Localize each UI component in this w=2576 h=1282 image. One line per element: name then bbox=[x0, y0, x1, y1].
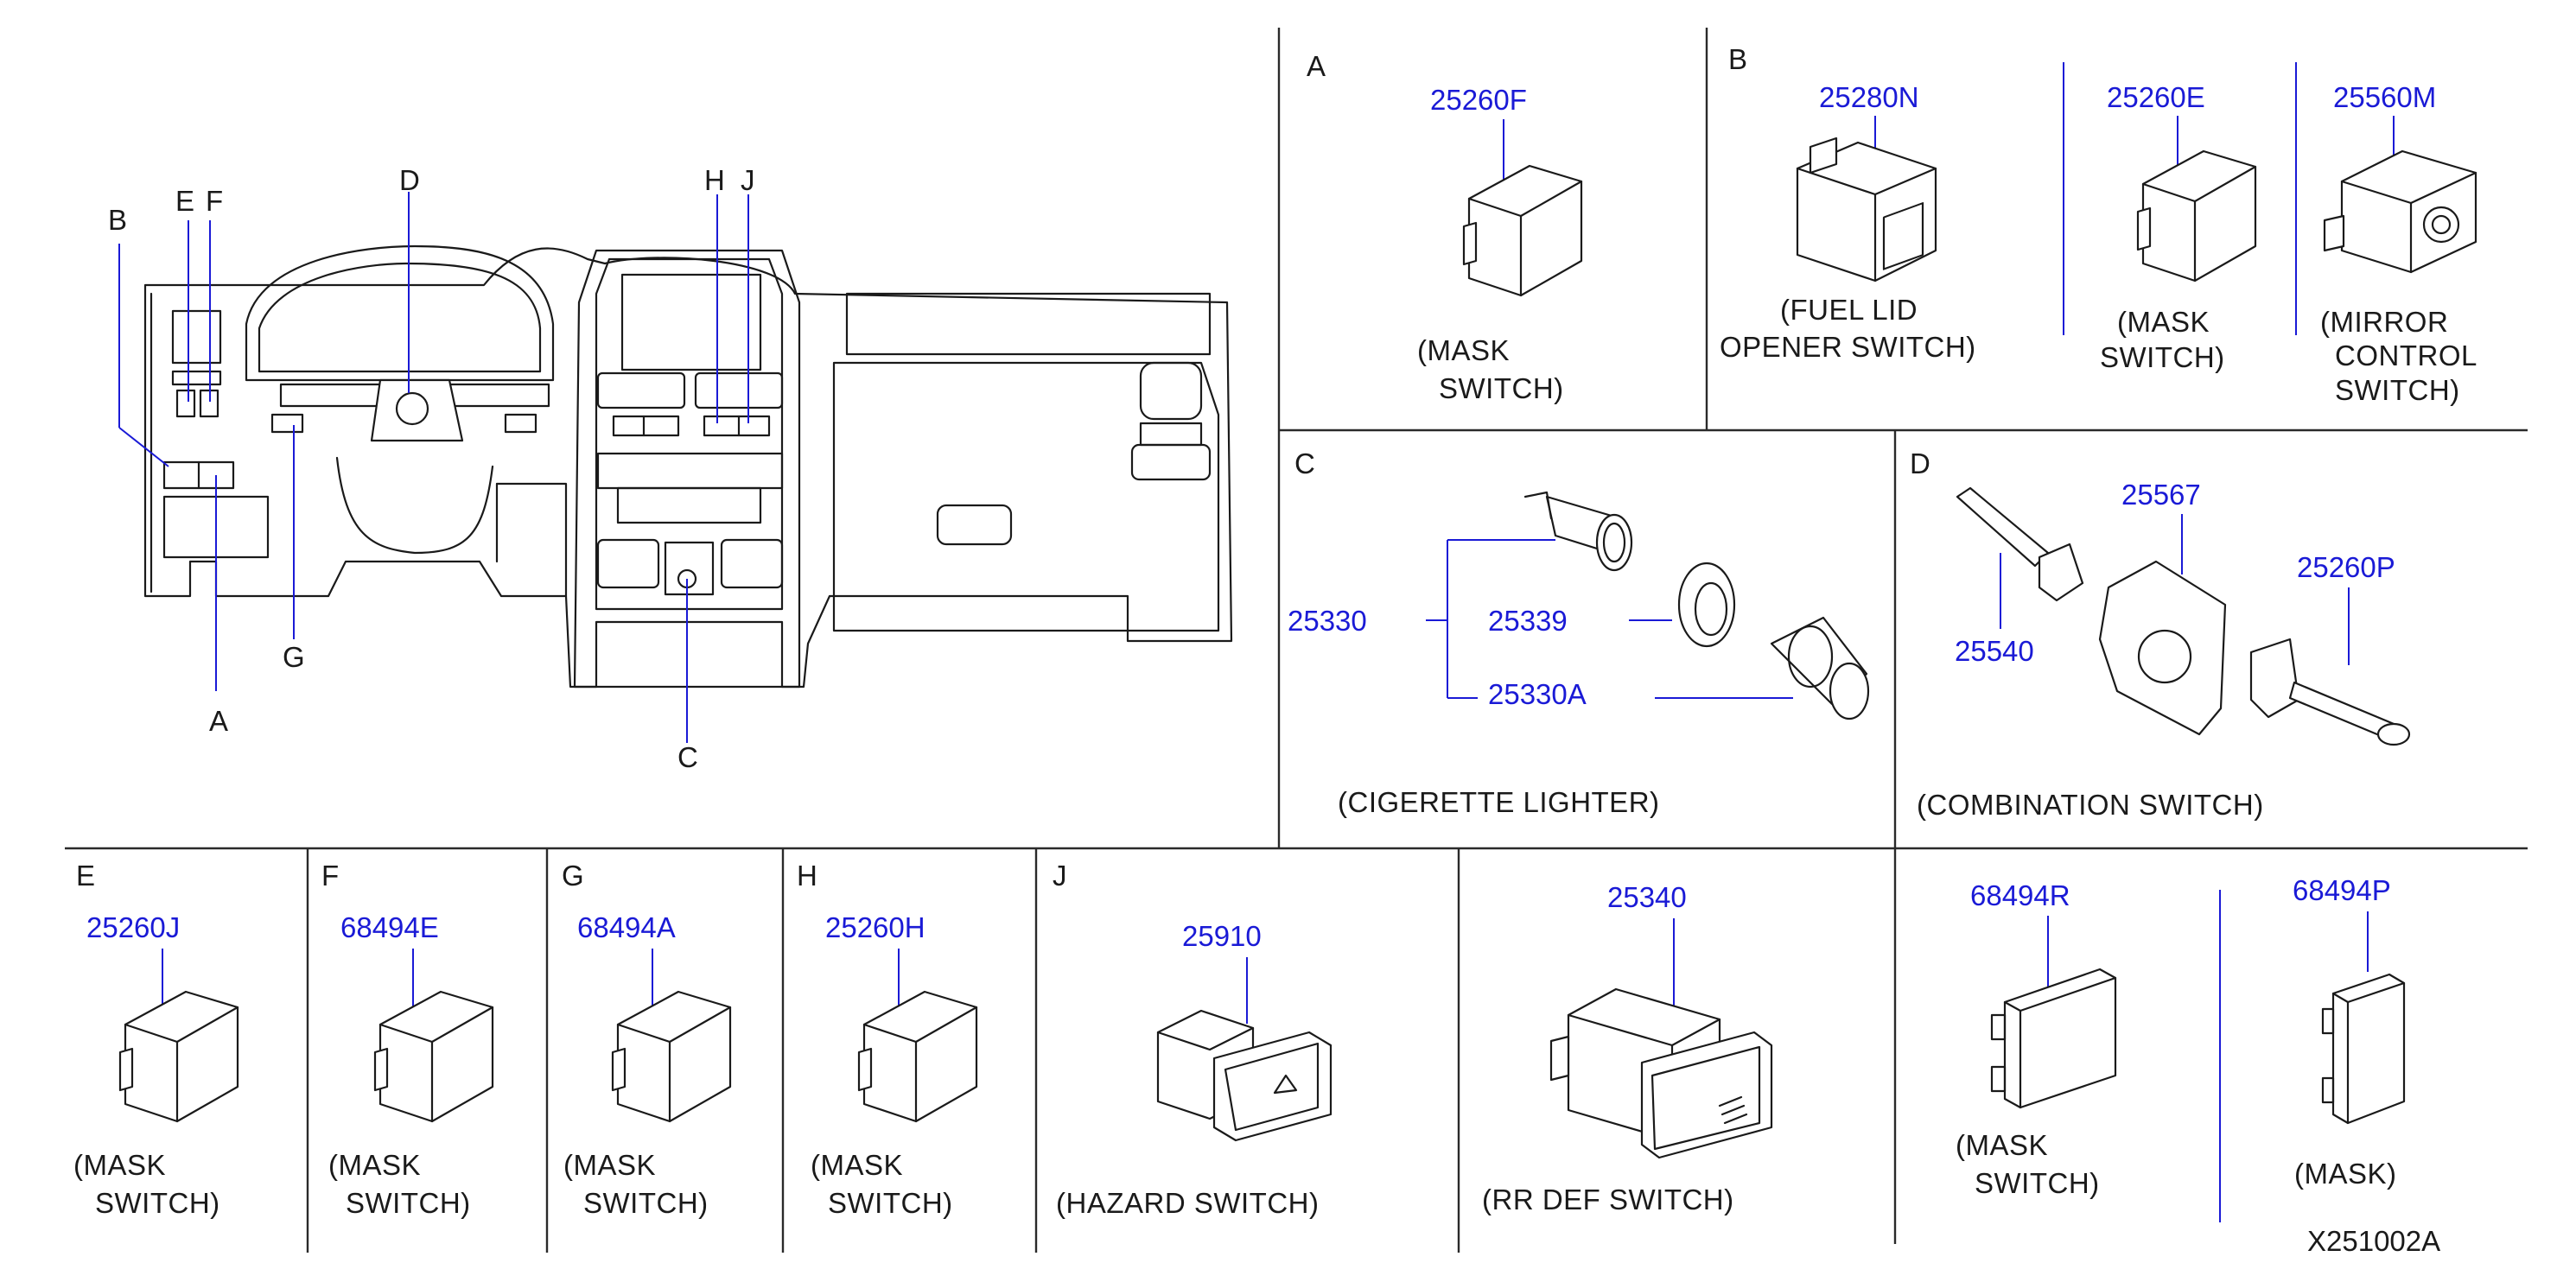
part-number-25260j: 25260J bbox=[86, 911, 180, 943]
fuel-lid-caption-1: (FUEL LID bbox=[1780, 294, 1918, 326]
dash-label-d: D bbox=[399, 164, 420, 196]
mask-switch-icon bbox=[1462, 164, 1583, 297]
part-number-25260f: 25260F bbox=[1430, 84, 1527, 116]
dashboard-illustration: B E F D H J G A C bbox=[108, 164, 1233, 773]
dash-label-a: A bbox=[209, 705, 228, 737]
mask-switch-b-caption-1: (MASK bbox=[2117, 306, 2210, 338]
mirror-control-caption-3: SWITCH) bbox=[2335, 374, 2460, 406]
section-a-letter: A bbox=[1307, 50, 1326, 82]
dash-label-c: C bbox=[677, 741, 698, 773]
part-number-25560m: 25560M bbox=[2333, 81, 2436, 113]
section-h-letter: H bbox=[797, 860, 817, 892]
section-g-caption-2: SWITCH) bbox=[583, 1187, 709, 1219]
section-a: A 25260F (MASK SWITCH) bbox=[1307, 50, 1583, 404]
part-number-68494r: 68494R bbox=[1970, 879, 2070, 911]
section-rr-def: 25340 (RR DEF SWITCH) bbox=[1482, 881, 1773, 1215]
part-number-25340: 25340 bbox=[1607, 881, 1687, 913]
figure-code: X251002A bbox=[2307, 1225, 2440, 1257]
dash-label-e: E bbox=[175, 185, 194, 217]
mask-panel-p-icon bbox=[2321, 973, 2406, 1125]
section-j-letter: J bbox=[1053, 860, 1067, 892]
hazard-switch-icon bbox=[1156, 1009, 1333, 1142]
mirror-control-caption-2: CONTROL bbox=[2335, 340, 2477, 371]
part-number-25260p: 25260P bbox=[2297, 551, 2395, 583]
fuel-lid-switch-icon bbox=[1796, 136, 1937, 282]
section-f-caption-2: SWITCH) bbox=[346, 1187, 471, 1219]
lighter-socket-icon bbox=[1523, 491, 1633, 572]
dash-label-j: J bbox=[741, 164, 755, 196]
mirror-control-caption-1: (MIRROR bbox=[2320, 306, 2448, 338]
part-number-25567: 25567 bbox=[2121, 479, 2201, 511]
hazard-switch-caption: (HAZARD SWITCH) bbox=[1056, 1187, 1319, 1219]
part-number-25910: 25910 bbox=[1182, 920, 1262, 952]
section-j: J 25910 (HAZARD SWITCH) bbox=[1053, 860, 1333, 1219]
mask-switch-icon bbox=[118, 990, 239, 1123]
section-b: B 25280N (FUEL LID OPENER SWITCH) 25260E… bbox=[1720, 43, 2477, 406]
section-a-caption-1: (MASK bbox=[1417, 334, 1510, 366]
section-f-letter: F bbox=[321, 860, 339, 892]
mask-switch-icon bbox=[373, 990, 494, 1123]
part-number-25330: 25330 bbox=[1288, 605, 1367, 637]
section-f: F 68494E (MASK SWITCH) bbox=[321, 860, 494, 1219]
section-mask-p: 68494P (MASK) bbox=[2293, 874, 2406, 1190]
section-c: C 25330 25339 25330A (CIGERETTE LIGHTER) bbox=[1288, 447, 1870, 818]
section-g-caption-1: (MASK bbox=[563, 1149, 656, 1181]
part-number-68494a: 68494A bbox=[577, 911, 676, 943]
dash-label-f: F bbox=[206, 185, 223, 217]
section-e-caption-1: (MASK bbox=[73, 1149, 166, 1181]
mask-panel-r-icon bbox=[1990, 968, 2117, 1109]
section-grid bbox=[65, 28, 2528, 1253]
section-f-caption-1: (MASK bbox=[328, 1149, 421, 1181]
mask-r-caption-2: SWITCH) bbox=[1975, 1167, 2100, 1199]
section-g: G 68494A (MASK SWITCH) bbox=[562, 860, 732, 1219]
mask-switch-icon bbox=[857, 990, 978, 1123]
section-h-caption-1: (MASK bbox=[811, 1149, 903, 1181]
section-a-caption-2: SWITCH) bbox=[1439, 372, 1564, 404]
section-d-letter: D bbox=[1910, 447, 1930, 479]
part-number-25339: 25339 bbox=[1488, 605, 1568, 637]
part-number-25540: 25540 bbox=[1955, 635, 2034, 667]
combination-switch-lever-right-icon bbox=[2249, 638, 2411, 746]
mirror-control-switch-icon bbox=[2323, 149, 2477, 274]
combination-switch-caption: (COMBINATION SWITCH) bbox=[1917, 789, 2264, 821]
mask-switch-icon bbox=[2136, 149, 2257, 282]
lighter-ring-icon bbox=[1677, 562, 1736, 648]
cigarette-lighter-caption: (CIGERETTE LIGHTER) bbox=[1338, 786, 1660, 818]
section-e-letter: E bbox=[76, 860, 95, 892]
dash-label-h: H bbox=[704, 164, 725, 196]
mask-switch-icon bbox=[611, 990, 732, 1123]
mask-switch-b-caption-2: SWITCH) bbox=[2100, 341, 2225, 373]
section-d: D 25567 25260P 25540 (COMBINATION SWITCH… bbox=[1910, 447, 2411, 821]
part-number-68494e: 68494E bbox=[340, 911, 439, 943]
part-number-25280n: 25280N bbox=[1819, 81, 1919, 113]
combination-switch-body-icon bbox=[2098, 560, 2227, 736]
section-h: H 25260H (MASK SWITCH) bbox=[797, 860, 978, 1219]
section-c-letter: C bbox=[1294, 447, 1315, 479]
section-g-letter: G bbox=[562, 860, 584, 892]
part-number-68494p: 68494P bbox=[2293, 874, 2391, 906]
fuel-lid-caption-2: OPENER SWITCH) bbox=[1720, 331, 1976, 363]
part-number-25330a: 25330A bbox=[1488, 678, 1587, 710]
dash-label-g: G bbox=[283, 641, 305, 673]
section-h-caption-2: SWITCH) bbox=[828, 1187, 953, 1219]
combination-switch-lever-left-icon bbox=[1956, 486, 2084, 602]
section-b-letter: B bbox=[1728, 43, 1747, 75]
lighter-plug-icon bbox=[1770, 616, 1870, 720]
mask-r-caption-1: (MASK bbox=[1956, 1129, 2048, 1161]
dash-label-b: B bbox=[108, 204, 127, 236]
rr-def-switch-icon bbox=[1549, 987, 1773, 1159]
rr-def-switch-caption: (RR DEF SWITCH) bbox=[1482, 1184, 1734, 1215]
part-number-25260h: 25260H bbox=[825, 911, 925, 943]
section-e-caption-2: SWITCH) bbox=[95, 1187, 220, 1219]
part-number-25260e: 25260E bbox=[2107, 81, 2205, 113]
mask-p-caption: (MASK) bbox=[2294, 1158, 2397, 1190]
section-e: E 25260J (MASK SWITCH) bbox=[73, 860, 239, 1219]
section-mask-r: 68494R (MASK SWITCH) bbox=[1956, 879, 2117, 1199]
